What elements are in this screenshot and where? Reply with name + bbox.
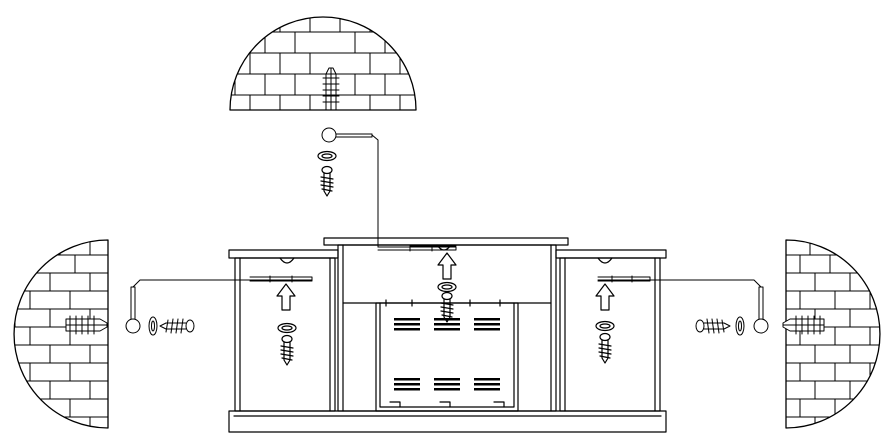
washer [595, 320, 615, 332]
screw [280, 334, 294, 366]
wall-anchor [323, 68, 339, 110]
brick-wall-top [200, 15, 440, 110]
screw [320, 165, 334, 197]
mount-direction-arrow [276, 283, 296, 311]
brick-wall-left [0, 240, 112, 430]
screw [598, 332, 612, 364]
brick-wall-right [780, 240, 891, 430]
mount-direction-arrow [437, 252, 457, 280]
washer [437, 281, 457, 293]
washer [149, 317, 157, 335]
screw [440, 291, 454, 323]
washer [277, 322, 297, 334]
wall-anchor [66, 316, 107, 334]
screw [696, 319, 730, 333]
washer [317, 150, 337, 162]
mount-direction-arrow [595, 283, 615, 311]
screw [160, 319, 194, 333]
restraint-strap [126, 276, 312, 333]
restraint-strap [598, 276, 768, 333]
restraint-strap [322, 128, 456, 251]
tv-stand-cabinet [229, 238, 666, 432]
washer [736, 317, 744, 335]
wall-anchor [783, 316, 824, 334]
